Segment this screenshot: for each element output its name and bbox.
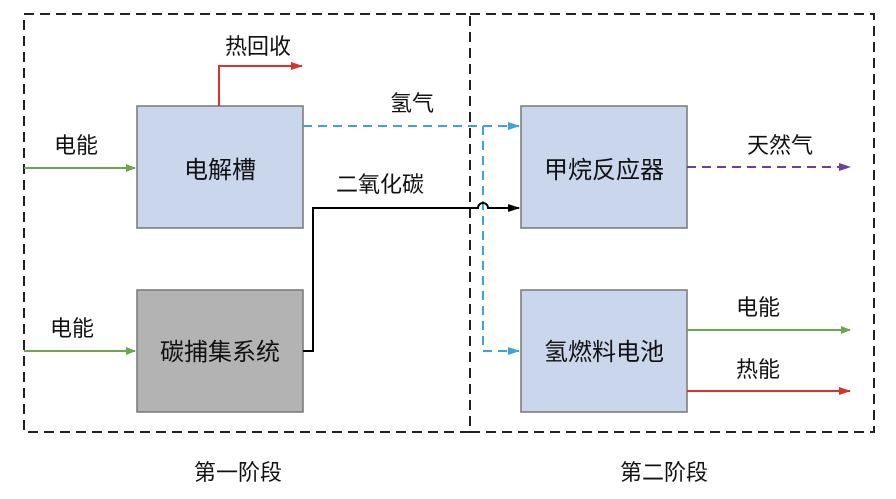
electrolyzer-label: 电解槽 (184, 156, 256, 184)
carbon-capture-label: 碳捕集系统 (160, 338, 280, 366)
electricity-input-label-1: 电能 (54, 134, 98, 159)
carbon-capture-box (136, 289, 304, 413)
stage2-frame (469, 13, 875, 433)
co2-arrow (303, 202, 520, 352)
heat-recovery-label: 热回收 (225, 35, 291, 60)
electricity-input-label-2: 电能 (50, 317, 94, 342)
electrolyzer-box (136, 105, 304, 229)
electricity-output-label: 电能 (736, 296, 780, 321)
co2-label: 二氧化碳 (336, 173, 424, 198)
hydrogen-label: 氢气 (390, 92, 434, 117)
methane-reactor-label: 甲烷反应器 (544, 156, 664, 184)
heat-recovery-arrow (218, 62, 303, 106)
fuel-cell-box (520, 289, 688, 413)
stage1-caption: 第一阶段 (194, 461, 282, 486)
heat-output-label: 热能 (736, 358, 780, 383)
natural-gas-label: 天然气 (747, 134, 813, 159)
fuel-cell-label: 氢燃料电池 (544, 338, 664, 366)
methane-reactor-box (520, 105, 688, 229)
stage2-caption: 第二阶段 (620, 461, 708, 486)
